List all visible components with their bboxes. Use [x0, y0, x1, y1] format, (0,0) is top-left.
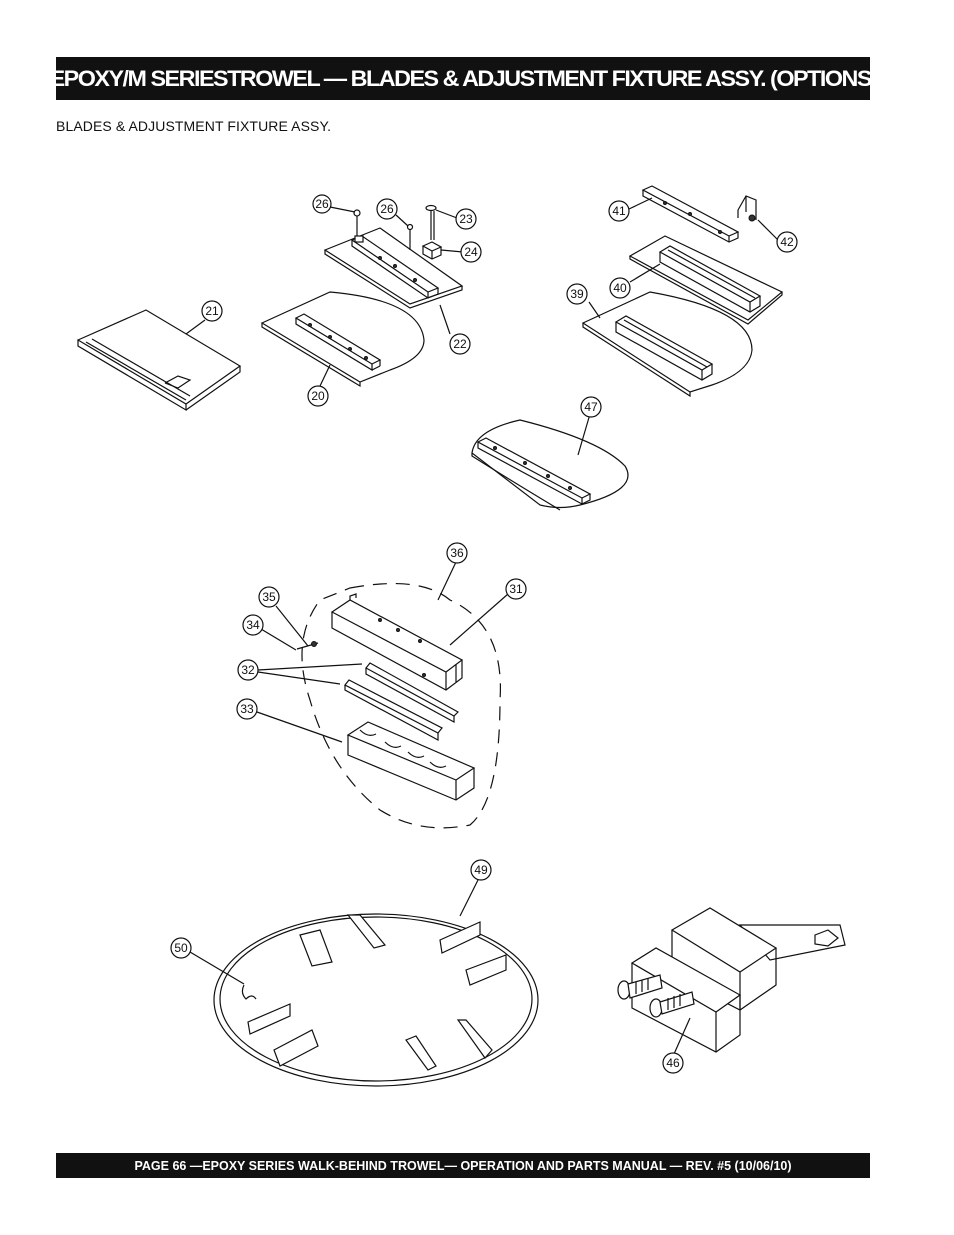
- callout-36: 36: [446, 542, 468, 564]
- part-22-blade: [323, 204, 464, 309]
- svg-text:20: 20: [311, 389, 325, 403]
- callout-26b: 26: [376, 198, 398, 220]
- section-subtitle: BLADES & ADJUSTMENT FIXTURE ASSY.: [56, 118, 332, 134]
- part-49-pan: [213, 913, 539, 1087]
- part-39-blade: [581, 291, 753, 398]
- page-footer: PAGE 66 —EPOXY SERIES WALK-BEHIND TROWEL…: [56, 1153, 870, 1178]
- callout-23: 23: [455, 208, 477, 230]
- svg-text:35: 35: [262, 590, 276, 604]
- svg-text:26: 26: [315, 197, 329, 211]
- callout-50: 50: [170, 937, 192, 959]
- leader-lines: [185, 197, 779, 1055]
- callout-42: 42: [776, 231, 798, 253]
- callout-46: 46: [662, 1052, 684, 1074]
- callout-32: 32: [237, 659, 259, 681]
- svg-text:26: 26: [380, 202, 394, 216]
- callout-22: 22: [449, 333, 471, 355]
- callout-20: 20: [307, 385, 329, 407]
- callout-41: 41: [608, 200, 630, 222]
- callout-35: 35: [258, 586, 280, 608]
- part-21-blade: [76, 309, 242, 412]
- svg-text:39: 39: [570, 287, 584, 301]
- callout-26a: 26: [312, 194, 332, 214]
- svg-text:49: 49: [474, 863, 488, 877]
- page-title: EPOXY/M SERIESTROWEL — BLADES & ADJUSTME…: [49, 65, 878, 91]
- part-20-blade: [260, 291, 425, 388]
- part-46-fixture: [617, 907, 846, 1053]
- svg-text:33: 33: [240, 702, 254, 716]
- callout-47: 47: [580, 396, 602, 418]
- svg-text:40: 40: [613, 281, 627, 295]
- svg-text:46: 46: [666, 1056, 680, 1070]
- callout-49: 49: [470, 859, 492, 881]
- svg-text:41: 41: [612, 204, 626, 218]
- callout-40: 40: [609, 277, 631, 299]
- callout-31: 31: [505, 578, 527, 600]
- footer-text: PAGE 66 —EPOXY SERIES WALK-BEHIND TROWEL…: [134, 1158, 792, 1173]
- part-40-blade: [628, 235, 784, 325]
- callout-39: 39: [566, 283, 588, 305]
- svg-text:31: 31: [509, 582, 523, 596]
- assembly-36: [296, 582, 502, 829]
- svg-text:50: 50: [174, 941, 188, 955]
- svg-text:23: 23: [459, 212, 473, 226]
- svg-text:32: 32: [241, 663, 255, 677]
- callout-21: 21: [201, 300, 223, 322]
- callout-24: 24: [460, 241, 482, 263]
- svg-text:47: 47: [584, 400, 598, 414]
- svg-text:36: 36: [450, 546, 464, 560]
- page-title-bar: EPOXY/M SERIESTROWEL — BLADES & ADJUSTME…: [49, 57, 878, 100]
- callout-34: 34: [242, 614, 264, 636]
- svg-text:21: 21: [205, 304, 219, 318]
- svg-text:24: 24: [464, 245, 478, 259]
- part-41-bar: [641, 185, 740, 243]
- part-47-blade: [471, 419, 629, 511]
- svg-text:42: 42: [780, 235, 794, 249]
- callout-33: 33: [236, 698, 258, 720]
- svg-text:34: 34: [246, 618, 260, 632]
- svg-text:22: 22: [453, 337, 467, 351]
- part-42-clip: [737, 195, 757, 222]
